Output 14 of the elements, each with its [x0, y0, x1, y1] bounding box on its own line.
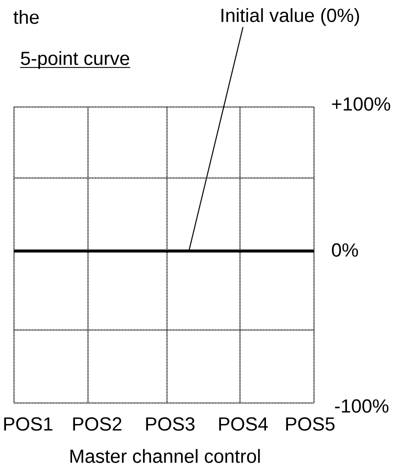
axis-label: POS1	[4, 417, 52, 431]
axis-title: Master channel control	[70, 449, 260, 463]
axis-label: POS2	[73, 417, 122, 431]
leader-line	[188, 26, 244, 252]
axis-label: POS4	[219, 417, 268, 431]
curve-line	[14, 250, 314, 252]
axis-label: 0%	[332, 243, 358, 257]
axis-label: POS5	[286, 417, 335, 431]
chart-title: 5-point curve	[20, 51, 131, 69]
axis-label: +100%	[332, 97, 390, 111]
callout-text: Initial value (0%)	[222, 8, 359, 26]
axis-label: POS3	[146, 417, 194, 431]
text-fragment: the	[13, 10, 39, 24]
axis-label: -100%	[335, 399, 388, 413]
